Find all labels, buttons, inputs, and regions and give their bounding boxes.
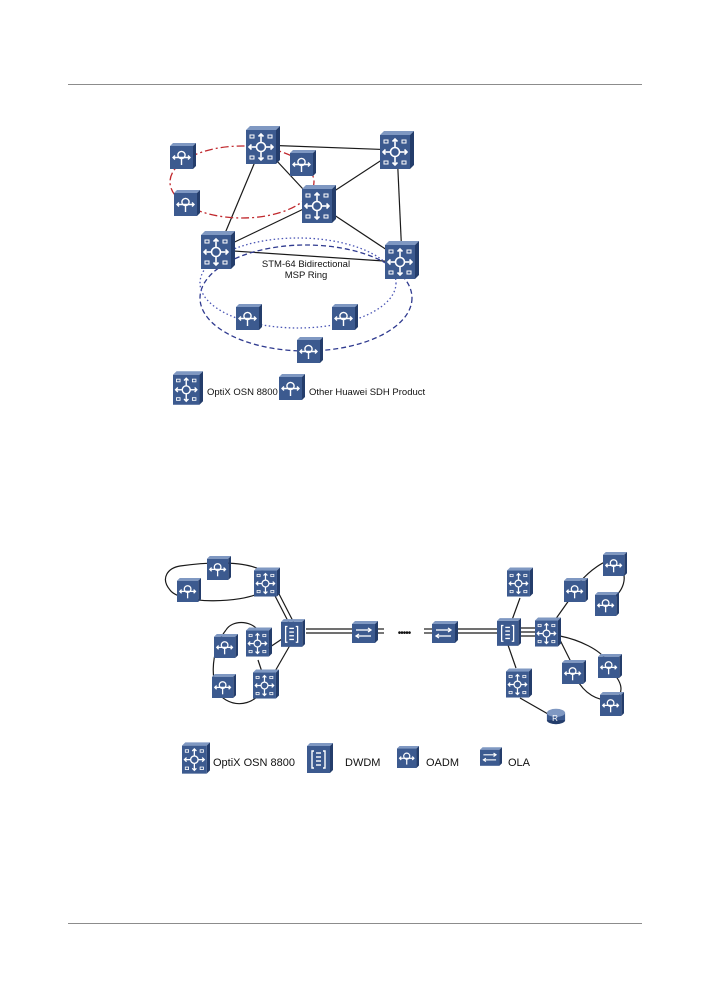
- oadm-node: [598, 654, 622, 678]
- legend-label-ola: OLA: [508, 757, 531, 769]
- osn-8800-node-center: [302, 185, 336, 223]
- header-rule: [68, 84, 642, 85]
- sdh-product-node: [290, 150, 316, 176]
- dwdm-chain-network-diagram: ••••• R OptiX OSN 8800 DWDM OADM OLA: [165, 552, 627, 775]
- legend: OptiX OSN 8800 Other Huawei SDH Product: [173, 370, 426, 406]
- legend-label-osn: OptiX OSN 8800: [213, 757, 295, 769]
- legend-label-sdh: Other Huawei SDH Product: [309, 387, 426, 398]
- osn-8800-node-left: [201, 231, 235, 269]
- legend: OptiX OSN 8800 DWDM OADM OLA: [182, 741, 531, 775]
- continuation-dots: •••••: [398, 628, 412, 639]
- optix-osn-8800-icon: [182, 741, 210, 775]
- osn-8800-node: [535, 617, 561, 647]
- osn-8800-node: [507, 567, 533, 597]
- oadm-node: [600, 692, 624, 716]
- oadm-node: [214, 634, 238, 658]
- oadm-icon: [397, 746, 419, 768]
- oadm-node: [212, 674, 236, 698]
- osn-8800-node-top: [246, 126, 280, 164]
- legend-label-dwdm: DWDM: [345, 757, 380, 769]
- oadm-node: [564, 578, 588, 602]
- dwdm-icon: [307, 743, 333, 773]
- sdh-product-node: [332, 304, 358, 330]
- oadm-node: [603, 552, 627, 576]
- sdh-product-node: [297, 337, 323, 363]
- router-label: R: [552, 714, 558, 723]
- legend-label-oadm: OADM: [426, 757, 459, 769]
- ring-label-line1: STM-64 Bidirectional: [262, 259, 350, 270]
- sdh-product-node: [174, 190, 200, 216]
- backbone-links: [306, 628, 499, 634]
- osn-8800-node: [254, 567, 280, 597]
- dwdm-node: [281, 619, 305, 647]
- sdh-product-node: [236, 304, 262, 330]
- ring-label-line2: MSP Ring: [285, 270, 328, 281]
- ola-node: [432, 621, 458, 643]
- msp-ring-network-diagram: STM-64 Bidirectional MSP Ring OptiX OSN …: [169, 126, 426, 406]
- legend-label-osn: OptiX OSN 8800: [207, 387, 278, 398]
- oadm-node: [177, 578, 201, 602]
- dwdm-node: [497, 618, 521, 646]
- osn-8800-node: [253, 669, 279, 699]
- ola-icon: [480, 747, 502, 766]
- sdh-ring-red: [169, 145, 315, 219]
- oadm-node: [562, 660, 586, 684]
- footer-rule: [68, 923, 642, 924]
- oadm-node: [207, 556, 231, 580]
- ola-node: [352, 621, 378, 643]
- osn-8800-node-bottom-right: [385, 241, 419, 279]
- osn-8800-node: [506, 668, 532, 698]
- msp-ring-inner: [199, 237, 397, 329]
- osn-8800-node: [246, 627, 272, 657]
- optix-osn-8800-icon: [173, 370, 203, 406]
- sdh-product-node: [170, 143, 196, 169]
- oadm-node: [595, 592, 619, 616]
- osn-8800-node-right: [380, 131, 414, 169]
- sdh-product-icon: [279, 374, 305, 400]
